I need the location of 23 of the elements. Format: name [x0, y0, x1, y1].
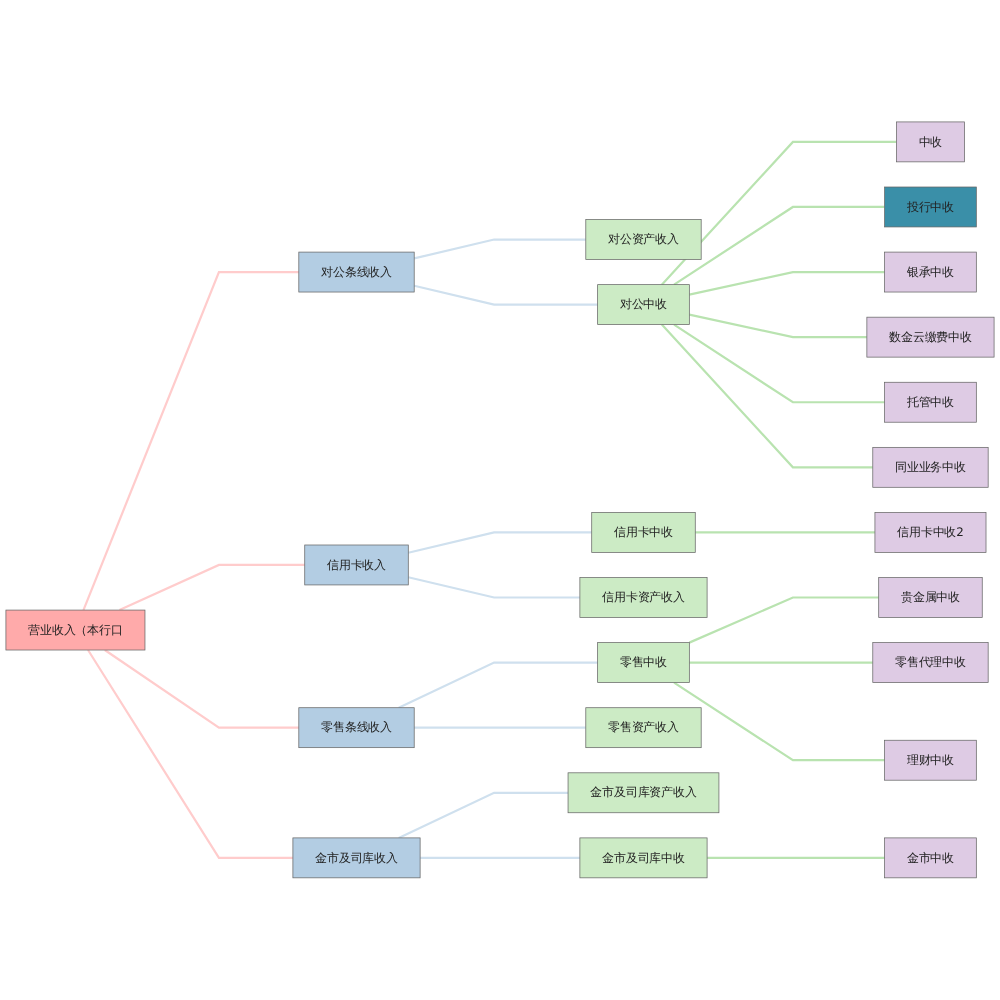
connector — [673, 206, 885, 286]
connector — [688, 596, 879, 644]
connector — [414, 726, 586, 729]
connector — [119, 564, 305, 612]
connector — [87, 649, 293, 860]
connector — [408, 576, 580, 599]
connector — [398, 661, 598, 709]
connector — [104, 649, 299, 729]
connector — [689, 661, 873, 664]
connector — [661, 140, 897, 286]
connector — [420, 856, 580, 860]
connector — [398, 791, 569, 840]
connector — [707, 856, 885, 860]
connector — [413, 284, 598, 306]
connector — [408, 531, 592, 554]
connector — [689, 313, 867, 339]
connector — [82, 271, 299, 611]
connector — [673, 681, 885, 762]
connector — [689, 271, 885, 296]
connector — [413, 238, 586, 260]
connector — [661, 323, 873, 469]
connector — [673, 323, 885, 404]
connector — [695, 531, 875, 534]
